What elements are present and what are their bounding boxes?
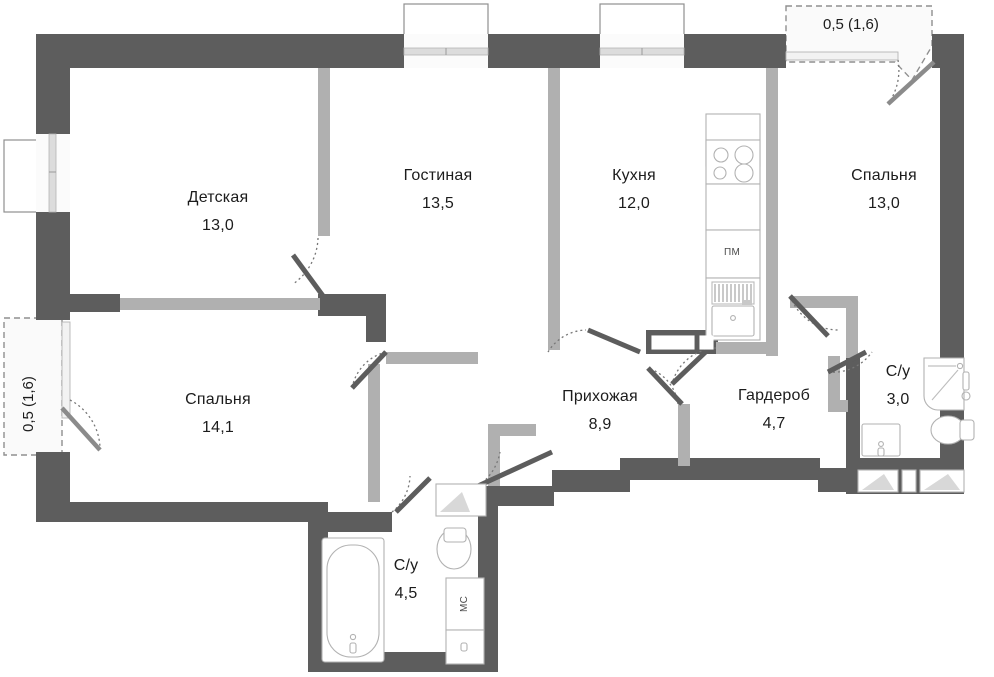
balcony-label-left: 0,5 (1,6) [20,376,37,432]
windows [36,34,899,419]
structural-walls [36,34,964,672]
partition-walls [120,68,858,502]
doors [60,59,936,514]
window-boxes [3,3,685,213]
dishwasher-label: ПМ [724,247,741,258]
kitchen-fixtures [705,113,761,341]
hall-fixtures [435,335,965,517]
bathroom-right-fixtures [861,357,975,457]
washing-machine-label: МС [459,595,470,612]
bathroom-bottom-fixtures [321,527,485,665]
balcony-label-top-right: 0,5 (1,6) [823,16,879,33]
